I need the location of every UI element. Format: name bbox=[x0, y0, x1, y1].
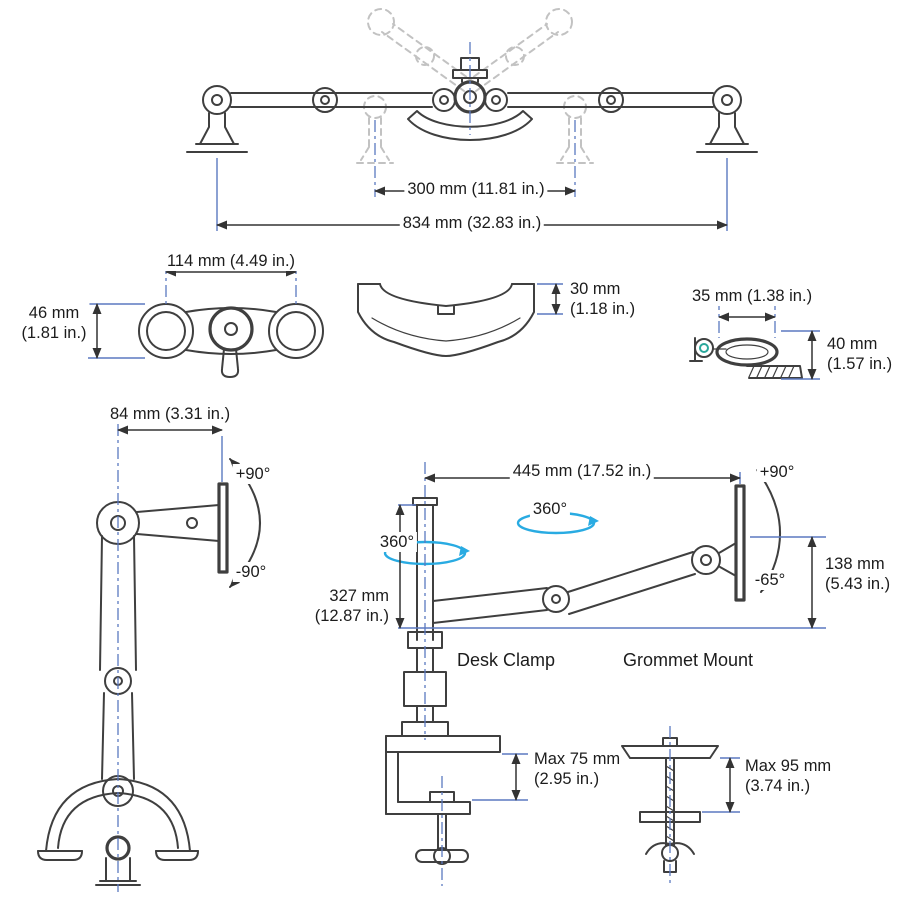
desk-clamp-label: Desk Clamp bbox=[453, 650, 559, 672]
arm-side-view bbox=[37, 458, 261, 886]
dim-label-max75mm: Max 75 mm (2.95 in.) bbox=[531, 749, 624, 790]
dim-label-35mm: 35 mm (1.38 in.) bbox=[688, 286, 816, 307]
desk-view-dimensions bbox=[395, 462, 826, 886]
rotation-label-360-elbow: 360° bbox=[529, 499, 571, 520]
dim-label-114mm: 114 mm (4.49 in.) bbox=[163, 251, 299, 272]
rotation-label-minus90-left: -90° bbox=[232, 562, 270, 583]
rotation-label-plus90-left: +90° bbox=[232, 464, 274, 485]
dim-label-30mm: 30 mm (1.18 in.) bbox=[567, 279, 639, 320]
rotation-label-plus90-right: +90° bbox=[756, 462, 798, 483]
front-view-folded-ghost bbox=[356, 8, 594, 164]
dim-label-834mm: 834 mm (32.83 in.) bbox=[399, 213, 545, 234]
bracket-front-view bbox=[357, 283, 535, 357]
dim-label-max95mm: Max 95 mm (3.74 in.) bbox=[742, 756, 835, 797]
front-view-arm bbox=[186, 57, 758, 153]
dim-label-84mm: 84 mm (3.31 in.) bbox=[106, 404, 234, 425]
dim-label-445mm: 445 mm (17.52 in.) bbox=[509, 461, 655, 482]
dim-label-138mm: 138 mm (5.43 in.) bbox=[822, 554, 894, 595]
dim-label-40mm: 40 mm (1.57 in.) bbox=[824, 334, 896, 375]
bracket-side-view bbox=[689, 337, 803, 379]
rotation-label-360-pole: 360° bbox=[376, 532, 418, 553]
hub-top-view bbox=[138, 303, 324, 378]
dim-label-46mm: 46 mm (1.81 in.) bbox=[18, 303, 90, 344]
desk-arm-side-view bbox=[385, 469, 781, 873]
dim-label-300mm: 300 mm (11.81 in.) bbox=[404, 179, 548, 200]
rotation-label-minus65: -65° bbox=[751, 570, 789, 591]
grommet-mount-label: Grommet Mount bbox=[619, 650, 757, 672]
bracket-front-dimensions bbox=[537, 283, 563, 315]
arm-side-dimensions bbox=[117, 424, 223, 892]
dim-label-327mm: 327 mm (12.87 in.) bbox=[311, 586, 392, 627]
